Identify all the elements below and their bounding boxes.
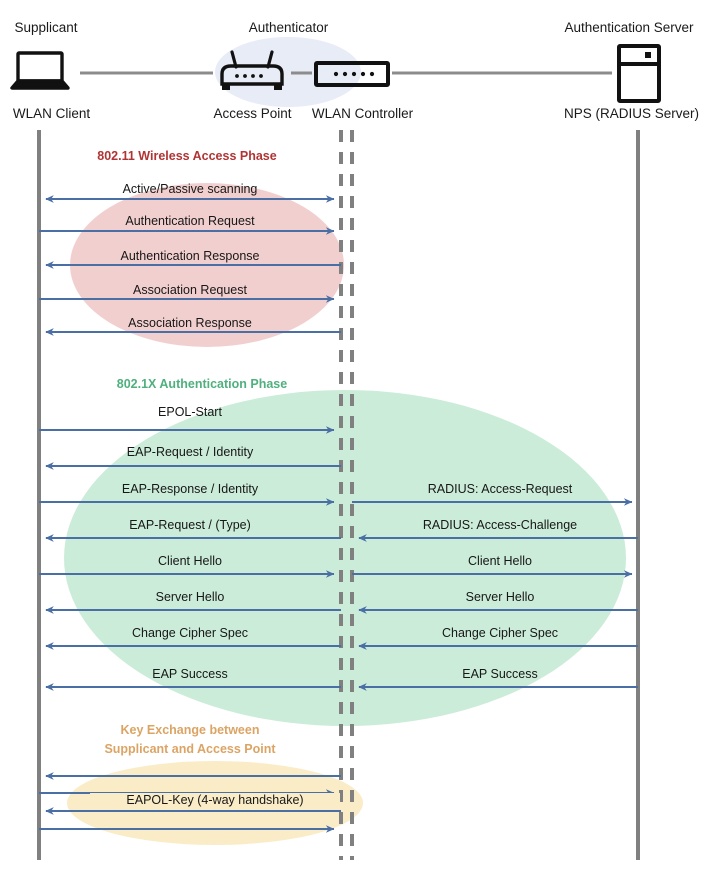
- device-label-wlan-client: WLAN Client: [12, 106, 91, 121]
- laptop-icon: [10, 51, 70, 90]
- msg-label-association-response: Association Response: [128, 316, 252, 330]
- phase-title-keyexchange-line2: Supplicant and Access Point: [104, 742, 276, 756]
- role-label-authentication-server: Authentication Server: [564, 20, 694, 35]
- phase-title-keyexchange-line1: Key Exchange between: [120, 723, 260, 737]
- phase-8021x-ellipse: [64, 390, 626, 726]
- msg-label-change-cipher-spec-right: Change Cipher Spec: [441, 626, 559, 640]
- msg-label-authentication-request: Authentication Request: [125, 214, 255, 228]
- msg-label-eapol-start: EPOL-Start: [158, 405, 222, 419]
- server-icon: [617, 44, 661, 103]
- authenticator-group-ellipse: [215, 37, 361, 107]
- phase-title-80211: 802.11 Wireless Access Phase: [97, 149, 277, 163]
- msg-label-radius-access-request: RADIUS: Access-Request: [427, 482, 573, 496]
- device-label-access-point: Access Point: [213, 106, 292, 121]
- msg-label-client-hello-left: Client Hello: [158, 554, 222, 568]
- phase-80211-arrows: [39, 195, 341, 336]
- msg-label-change-cipher-spec-left: Change Cipher Spec: [131, 626, 249, 640]
- device-label-wlan-controller: WLAN Controller: [311, 106, 414, 121]
- msg-label-active-passive-scanning: Active/Passive scanning: [122, 182, 258, 196]
- role-label-authenticator: Authenticator: [248, 20, 329, 35]
- msg-label-eap-success-left: EAP Success: [152, 667, 228, 681]
- phase-8021x-arrows: [39, 426, 638, 691]
- device-label-nps-radius-server: NPS (RADIUS Server): [563, 106, 700, 121]
- msg-label-server-hello-left: Server Hello: [155, 590, 225, 604]
- msg-label-eap-request-type: EAP-Request / (Type): [129, 518, 251, 532]
- msg-label-eap-success-right: EAP Success: [462, 667, 538, 681]
- phase-title-8021x: 802.1X Authentication Phase: [116, 377, 288, 391]
- wlan-controller-icon: [314, 61, 390, 87]
- msg-label-eap-request-identity: EAP-Request / Identity: [126, 445, 254, 459]
- msg-label-association-request: Association Request: [133, 283, 247, 297]
- msg-label-radius-access-challenge: RADIUS: Access-Challenge: [422, 518, 578, 532]
- role-label-supplicant: Supplicant: [14, 20, 78, 35]
- msg-label-server-hello-right: Server Hello: [465, 590, 535, 604]
- msg-label-eapol-key: EAPOL-Key (4-way handshake): [90, 793, 340, 807]
- msg-label-authentication-response: Authentication Response: [120, 249, 260, 263]
- msg-label-client-hello-right: Client Hello: [468, 554, 532, 568]
- msg-label-eap-response-identity: EAP-Response / Identity: [121, 482, 259, 496]
- access-point-icon: [220, 50, 284, 90]
